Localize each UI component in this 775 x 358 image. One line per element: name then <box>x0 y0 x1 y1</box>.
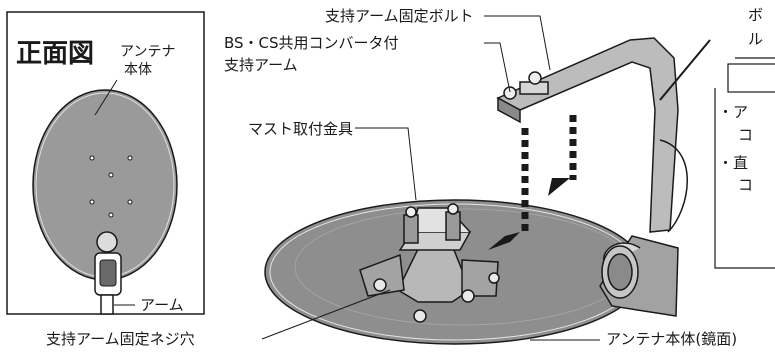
arm-label: アーム <box>140 296 184 314</box>
cutoff-bullet-2b: コ <box>738 176 754 194</box>
cutoff-bullet-2: ・直 <box>718 154 749 172</box>
front-converter <box>94 231 122 296</box>
support-arm <box>496 37 711 317</box>
support-arm-bolt-label: 支持アーム固定ボルト <box>325 7 474 25</box>
antenna-label-front-line2: 本体 <box>124 62 152 78</box>
front-view-title: 正面図 <box>16 39 95 69</box>
cutoff-bullet-1b: コ <box>738 126 754 144</box>
mast-bracket <box>359 203 500 323</box>
cutoff-bullet-1: ・ア <box>718 103 749 121</box>
front-arm <box>100 294 114 315</box>
converter-arm-label-line1: BS・CS共用コンバータ付 <box>224 34 399 52</box>
cutoff-text-top-a: ボ <box>748 6 764 24</box>
screw-hole-label: 支持アーム固定ネジ穴 <box>46 330 195 348</box>
cutoff-text-top-b: ル <box>748 30 764 48</box>
front-view-inset <box>6 11 205 315</box>
assembly-arrows <box>488 115 577 250</box>
antenna-body-label: アンテナ本体(鏡面) <box>606 330 738 348</box>
mast-bracket-label: マスト取付金具 <box>248 120 354 138</box>
antenna-label-front-line1: アンテナ <box>120 44 176 60</box>
converter-arm-label-line2: 支持アーム <box>224 56 298 74</box>
leader-lines <box>261 15 600 341</box>
front-dish-holes <box>89 155 133 205</box>
cutoff-callout <box>714 57 775 269</box>
